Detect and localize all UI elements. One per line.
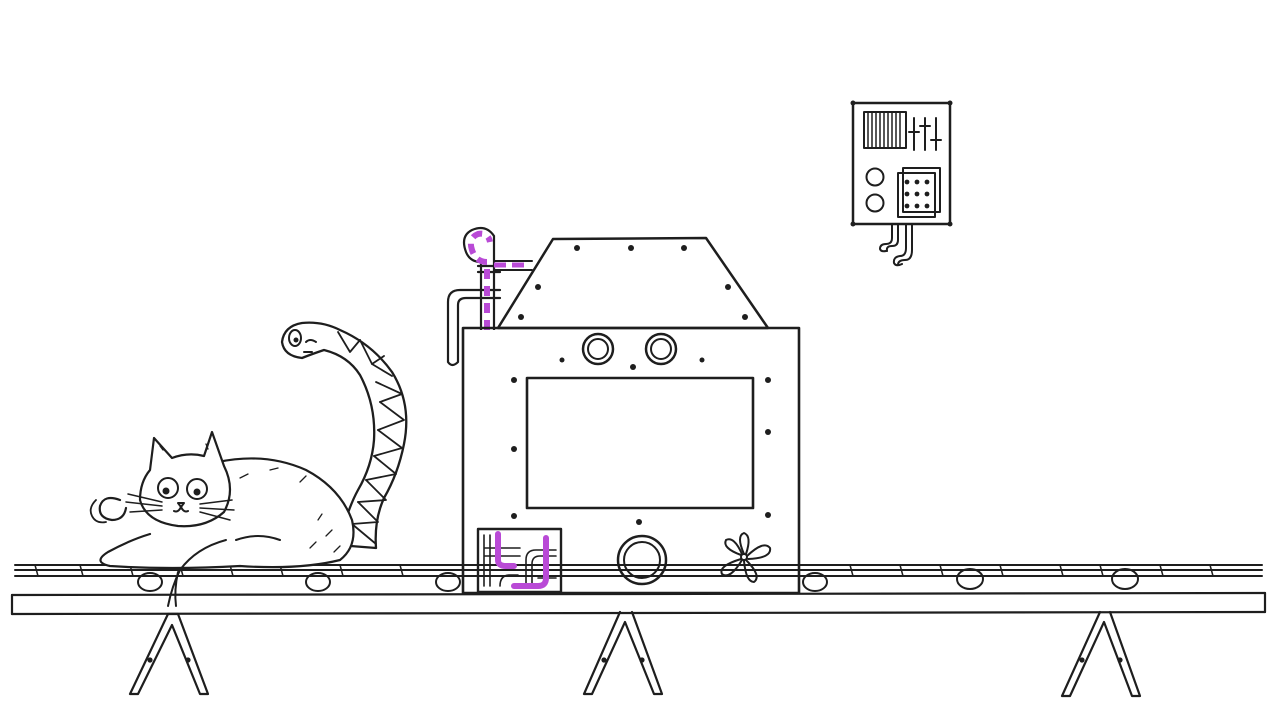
- machine-pipe-hatch: [476, 527, 563, 594]
- cat-icon: [89, 430, 355, 607]
- conveyor-rollers: [137, 568, 1139, 592]
- panel-sliders: [908, 117, 942, 151]
- wall-control-panel: [850, 100, 953, 267]
- panel-button-top: [865, 167, 885, 187]
- machine-eyes: [581, 332, 678, 366]
- panel-cables: [879, 223, 913, 267]
- conveyor-leg-right: [1060, 610, 1142, 698]
- machine-hopper: [496, 236, 770, 330]
- machine: [446, 226, 801, 595]
- robot-snake-tail-icon: [280, 321, 408, 550]
- pipe-icon: [446, 226, 533, 367]
- panel-display: [863, 111, 907, 149]
- fan-icon: [720, 532, 772, 583]
- machine-dial: [616, 534, 668, 586]
- panel-keypad: [897, 167, 941, 218]
- panel-button-bottom: [865, 193, 885, 213]
- hopper-rivets: [518, 245, 748, 320]
- machine-screen: [525, 376, 755, 510]
- conveyor-leg-middle: [582, 610, 664, 696]
- conveyor-leg-left: [128, 612, 210, 696]
- machine-body: [461, 326, 801, 595]
- body-rivets: [511, 357, 771, 525]
